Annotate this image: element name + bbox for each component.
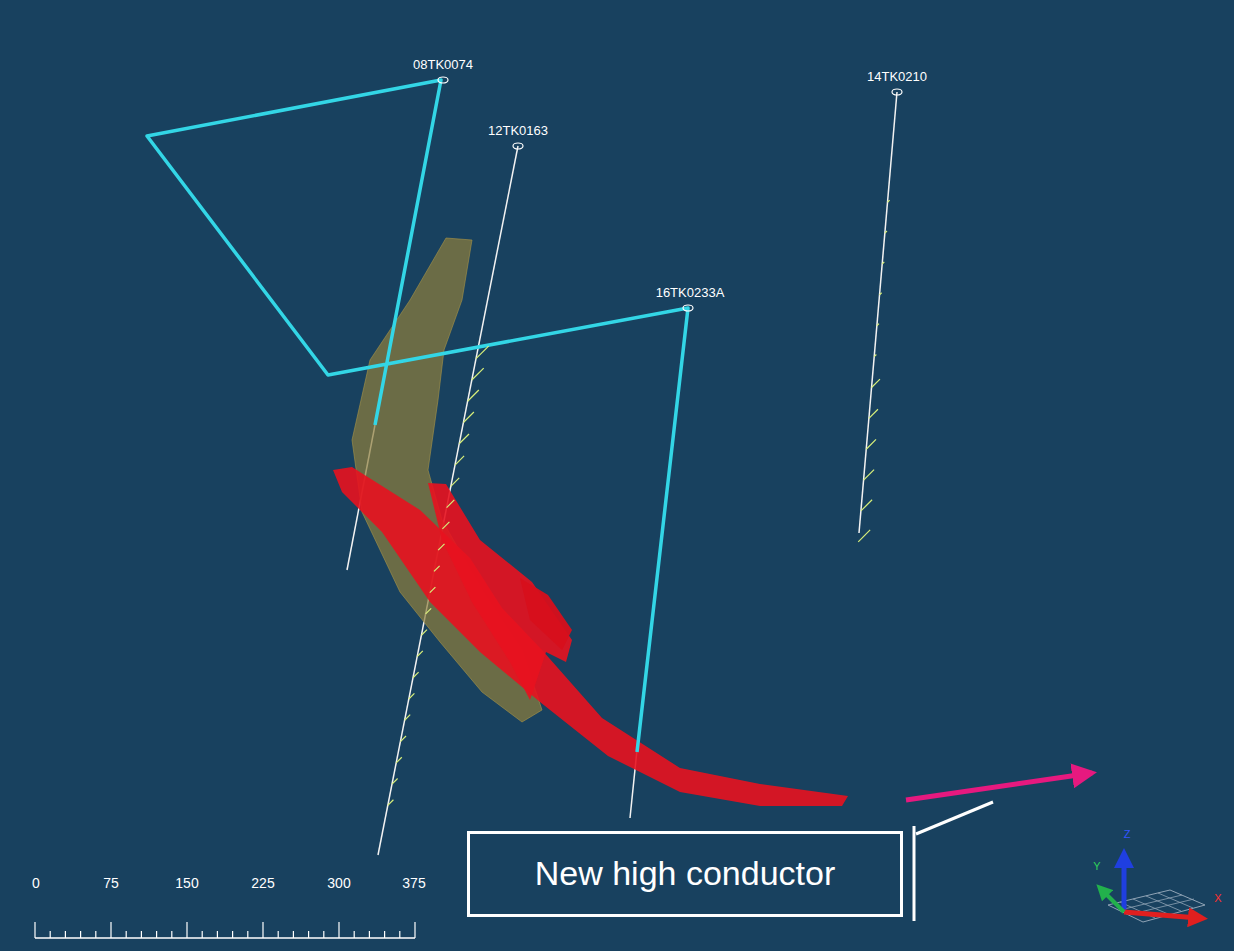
conductor-plate xyxy=(333,467,848,806)
hole-tick xyxy=(872,379,880,387)
hole-tick xyxy=(400,736,406,742)
hole-tick xyxy=(442,522,449,529)
scale-tick xyxy=(156,931,157,938)
hole-label: 12TK0163 xyxy=(488,124,548,137)
scale-number: 375 xyxy=(402,876,425,890)
scale-tick xyxy=(65,931,66,938)
hole-tick xyxy=(874,355,876,357)
scale-tick xyxy=(186,922,187,938)
scale-tick xyxy=(384,931,385,938)
collar xyxy=(683,305,693,311)
hole-tick xyxy=(858,530,870,542)
hole-tick xyxy=(882,262,884,264)
hole-tick xyxy=(455,456,464,465)
hole-tick xyxy=(438,544,444,550)
scale-tick xyxy=(308,931,309,938)
hole-tick xyxy=(888,200,890,202)
scale-tick xyxy=(217,931,218,938)
scale-tick xyxy=(80,931,81,938)
scale-number: 0 xyxy=(32,876,40,890)
scale-tick xyxy=(202,931,203,938)
hole-label: 16TK0233A xyxy=(656,286,725,299)
scale-tick xyxy=(354,931,355,938)
scale-tick xyxy=(414,922,415,938)
em-loop xyxy=(147,80,688,752)
hole-tick xyxy=(396,757,402,763)
scale-number: 300 xyxy=(327,876,350,890)
scale-ticks xyxy=(35,922,415,938)
scale-tick xyxy=(323,931,324,938)
hole-tick xyxy=(880,293,882,295)
hole-tick xyxy=(451,478,459,486)
hole-tick xyxy=(392,779,398,785)
hole-tick xyxy=(413,672,419,678)
hole-tick xyxy=(869,409,878,418)
callout-bracket xyxy=(913,826,916,921)
scale-bar xyxy=(35,937,415,939)
hole-tick xyxy=(472,368,484,380)
scale-number: 225 xyxy=(251,876,274,890)
scale-number: 150 xyxy=(175,876,198,890)
hole-tick xyxy=(864,470,875,481)
hole-tick xyxy=(877,324,879,326)
hole-label: 14TK0210 xyxy=(867,70,927,83)
axis-letter: Z xyxy=(1124,829,1131,840)
scale-tick xyxy=(126,931,127,938)
z-axis xyxy=(1122,858,1127,912)
scale-tick xyxy=(369,931,370,938)
scale-tick xyxy=(338,922,339,938)
hole-tick xyxy=(417,651,423,657)
axis-triad xyxy=(1102,858,1205,922)
callout-text: New high conductor xyxy=(535,855,836,892)
hole-tick xyxy=(430,587,436,593)
hole-tick xyxy=(476,346,489,359)
hole-tick xyxy=(866,439,876,449)
hole-tick xyxy=(426,608,432,614)
hole-tick xyxy=(405,715,411,721)
hole-label: 08TK0074 xyxy=(413,58,473,71)
axis-letter: X xyxy=(1214,893,1221,904)
axis-letter: Y xyxy=(1093,861,1100,872)
collar xyxy=(892,89,902,95)
conductor-arrow xyxy=(906,773,1092,800)
scale-tick xyxy=(262,922,263,938)
hole-tick xyxy=(468,390,479,401)
scale-tick xyxy=(293,931,294,938)
scale-tick xyxy=(50,931,51,938)
drill-hole xyxy=(859,92,897,533)
hole-tick xyxy=(388,800,394,806)
scale-tick xyxy=(34,922,35,938)
x-axis xyxy=(1124,912,1198,918)
scale-tick xyxy=(278,931,279,938)
leader-line xyxy=(916,802,993,834)
hole-tick xyxy=(885,231,887,233)
hole-tick xyxy=(409,693,415,699)
scale-tick xyxy=(95,931,96,938)
hole-tick xyxy=(447,500,455,508)
scale-tick xyxy=(232,931,233,938)
scale-tick xyxy=(171,931,172,938)
collar xyxy=(513,143,523,149)
y-axis xyxy=(1102,890,1124,912)
hole-tick xyxy=(459,434,469,444)
hole-tick xyxy=(463,412,474,423)
hole-tick xyxy=(434,566,440,572)
scale-number: 75 xyxy=(103,876,119,890)
scale-tick xyxy=(399,931,400,938)
conductor-plate xyxy=(428,483,572,700)
collar xyxy=(438,77,448,83)
hole-tick xyxy=(421,630,427,636)
scale-tick xyxy=(247,931,248,938)
conductor-plate xyxy=(520,578,572,650)
callout-box: New high conductor xyxy=(467,831,903,917)
hole-ticks xyxy=(388,200,890,805)
scale-tick xyxy=(141,931,142,938)
scale-tick xyxy=(110,922,111,938)
hole-tick xyxy=(861,500,872,511)
